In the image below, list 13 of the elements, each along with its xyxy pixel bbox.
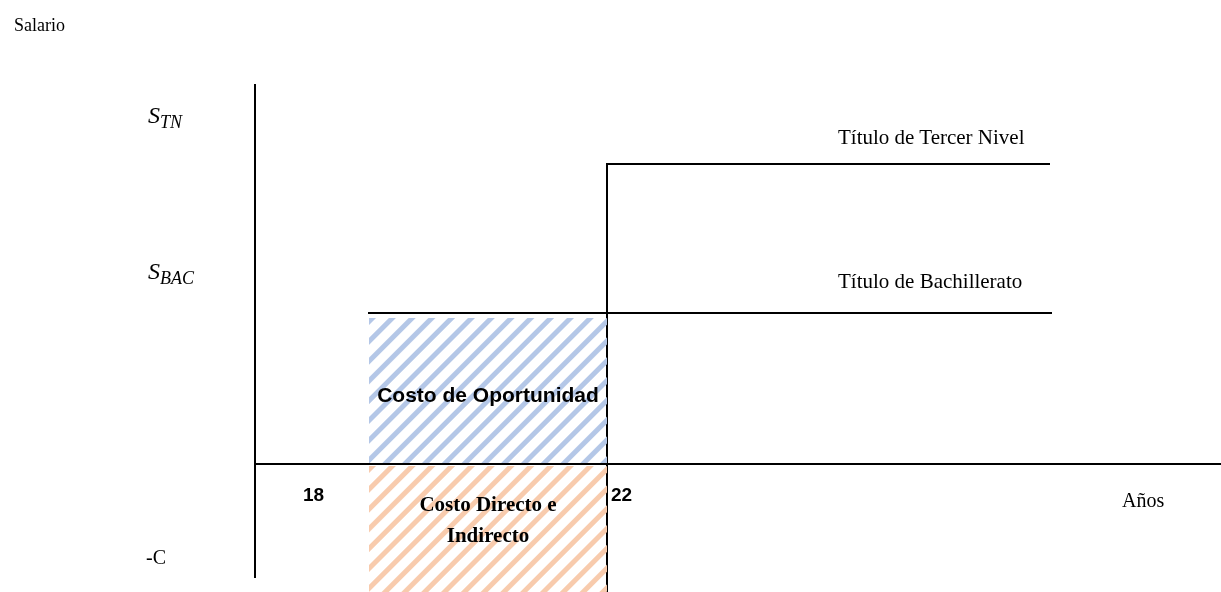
axis-tick-label: S$_{TN}$ [148,101,183,130]
axis-tick-label: -C [146,545,166,570]
axis-title: Años [1122,488,1165,513]
hatched-area [369,318,607,463]
axis-title: Salario [14,14,65,37]
line-label: Título de Bachillerato [838,268,1023,295]
area-label: Costo Directo e Indirecto [418,490,558,549]
area-label: Costo de Oportunidad [376,381,600,408]
axis-tick-label: 22 [611,483,633,507]
axis-tick-label: S$_{BAC}$ [148,257,194,286]
axis-tick-label: 18 [303,483,325,507]
line-label: Título de Tercer Nivel [838,124,1025,151]
hatched-area [369,466,607,592]
